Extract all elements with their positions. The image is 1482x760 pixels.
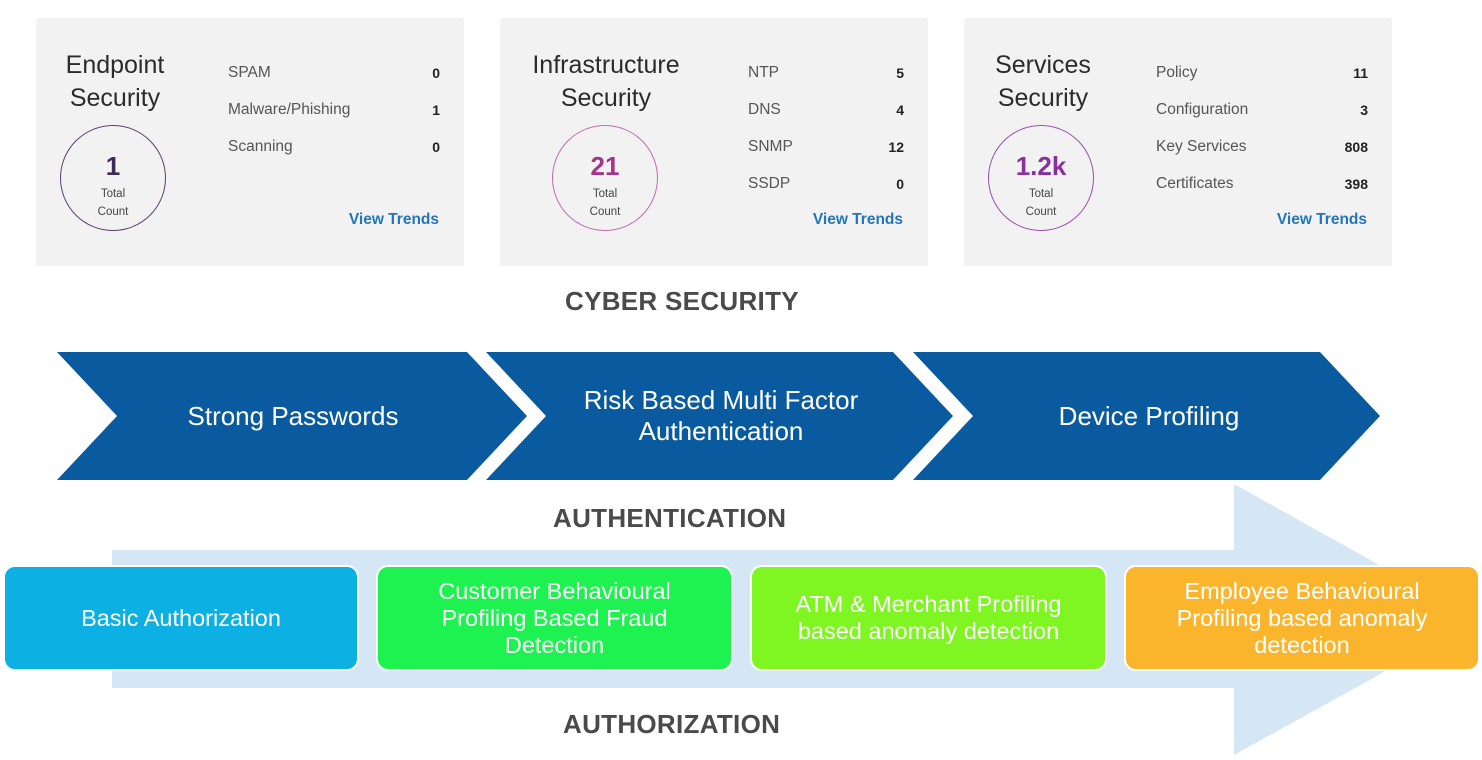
total-count-caption: Total Count bbox=[589, 188, 621, 218]
view-trends-link[interactable]: View Trends bbox=[1276, 211, 1367, 228]
metrics-list: Policy 11 Configuration 3 Key Services 8… bbox=[1156, 54, 1368, 202]
card-title: Infrastructure Security bbox=[532, 51, 680, 112]
cyber-security-heading: CYBER SECURITY bbox=[565, 286, 799, 316]
metric-row-configuration: Configuration 3 bbox=[1156, 91, 1368, 128]
metric-label: Malware/Phishing bbox=[228, 100, 351, 118]
metric-label: Configuration bbox=[1156, 100, 1249, 118]
metric-value: 0 bbox=[432, 64, 440, 81]
metric-label: SNMP bbox=[748, 137, 793, 155]
metric-label: Key Services bbox=[1156, 137, 1247, 155]
total-count-value: 21 bbox=[590, 151, 620, 181]
services-security-card: Services Security 1.2k Total Count Polic… bbox=[964, 18, 1392, 266]
total-count-caption: Total Count bbox=[1025, 188, 1057, 218]
chevron-strong-passwords bbox=[57, 352, 527, 480]
authentication-heading: AUTHENTICATION bbox=[553, 503, 787, 533]
chevron-label: Strong Passwords bbox=[187, 400, 399, 431]
metric-value: 0 bbox=[896, 175, 904, 192]
total-count-ring: 1 Total Count bbox=[60, 125, 166, 231]
metric-label: NTP bbox=[748, 63, 779, 81]
metric-value: 398 bbox=[1344, 175, 1368, 192]
infrastructure-security-card: Infrastructure Security 21 Total Count N… bbox=[500, 18, 928, 266]
metric-label: DNS bbox=[748, 100, 781, 118]
chevron-label: Risk Based Multi Factor Authentication bbox=[583, 385, 859, 446]
metric-value: 11 bbox=[1353, 64, 1368, 81]
metric-row-malware-phishing: Malware/Phishing 1 bbox=[228, 91, 440, 128]
employee-behavioural-profiling-box: Employee Behavioural Profiling based ano… bbox=[1124, 565, 1480, 671]
metric-row-ntp: NTP 5 bbox=[748, 54, 904, 91]
metric-row-ssdp: SSDP 0 bbox=[748, 165, 904, 202]
metric-row-policy: Policy 11 bbox=[1156, 54, 1368, 91]
authorization-heading: AUTHORIZATION bbox=[563, 709, 781, 739]
metric-row-scanning: Scanning 0 bbox=[228, 128, 440, 165]
metric-row-snmp: SNMP 12 bbox=[748, 128, 904, 165]
metric-label: Certificates bbox=[1156, 174, 1234, 192]
chevron-risk-based-mfa bbox=[486, 352, 953, 480]
total-count-caption: Total Count bbox=[97, 188, 129, 218]
card-title: Services Security bbox=[995, 51, 1091, 112]
metric-value: 5 bbox=[896, 64, 904, 81]
chevron-label: Device Profiling bbox=[1058, 400, 1240, 431]
metrics-list: NTP 5 DNS 4 SNMP 12 SSDP 0 bbox=[748, 54, 904, 202]
metric-value: 4 bbox=[896, 101, 904, 118]
metric-row-key-services: Key Services 808 bbox=[1156, 128, 1368, 165]
view-trends-link[interactable]: View Trends bbox=[348, 211, 439, 228]
metric-row-spam: SPAM 0 bbox=[228, 54, 440, 91]
metrics-list: SPAM 0 Malware/Phishing 1 Scanning 0 bbox=[228, 54, 440, 165]
metric-value: 1 bbox=[432, 101, 440, 118]
total-count-value: 1.2k bbox=[1015, 151, 1067, 181]
total-count-ring: 21 Total Count bbox=[552, 125, 658, 231]
customer-behavioural-profiling-box: Customer Behavioural Profiling Based Fra… bbox=[376, 565, 733, 671]
atm-merchant-profiling-box: ATM & Merchant Profiling based anomaly d… bbox=[750, 565, 1107, 671]
metric-label: Policy bbox=[1156, 63, 1198, 81]
metric-value: 0 bbox=[432, 138, 440, 155]
metric-value: 12 bbox=[888, 138, 904, 155]
metric-value: 3 bbox=[1360, 101, 1368, 118]
card-title: Endpoint Security bbox=[65, 51, 165, 112]
total-count-ring: 1.2k Total Count bbox=[988, 125, 1094, 231]
chevron-device-profiling bbox=[913, 352, 1380, 480]
basic-authorization-box: Basic Authorization bbox=[3, 565, 359, 671]
metric-row-certificates: Certificates 398 bbox=[1156, 165, 1368, 202]
endpoint-security-card: Endpoint Security 1 Total Count SPAM 0 M… bbox=[36, 18, 464, 266]
total-count-value: 1 bbox=[105, 151, 121, 181]
metric-label: Scanning bbox=[228, 137, 293, 155]
metric-label: SPAM bbox=[228, 63, 271, 81]
view-trends-link[interactable]: View Trends bbox=[812, 211, 903, 228]
metric-row-dns: DNS 4 bbox=[748, 91, 904, 128]
metric-value: 808 bbox=[1344, 138, 1368, 155]
metric-label: SSDP bbox=[748, 174, 791, 192]
